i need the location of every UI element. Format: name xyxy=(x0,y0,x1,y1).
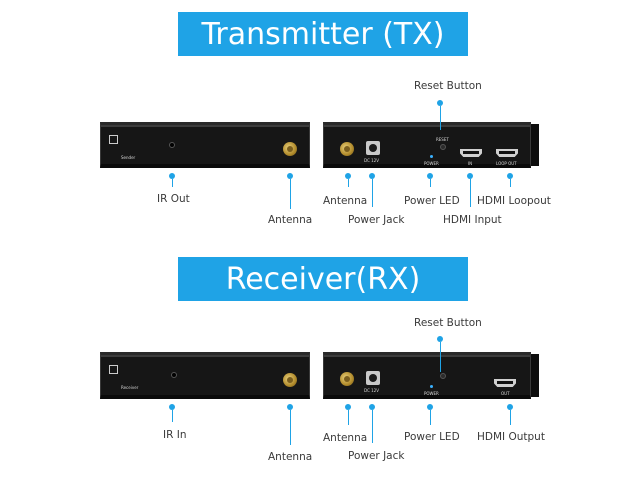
rx-label-power-led: Power LED xyxy=(404,431,460,443)
receiver-title-banner: Receiver(RX) xyxy=(178,257,468,301)
tx-ir-out-line xyxy=(172,179,173,187)
rx-hdmi-out-port-icon xyxy=(494,379,516,387)
rx-power-led-dot xyxy=(427,404,433,410)
tx-label-antenna-rear: Antenna xyxy=(323,195,368,207)
rx-power-text: POWER xyxy=(424,391,439,396)
tx-label-reset-button: Reset Button xyxy=(414,80,482,92)
rx-ir-in-dot xyxy=(169,404,175,410)
rx-rear-antenna-icon xyxy=(340,372,354,386)
rx-antenna-front-line xyxy=(290,410,291,445)
tx-label-antenna-front: Antenna xyxy=(268,214,313,226)
tx-power-jack-dot xyxy=(369,173,375,179)
rx-label-antenna-rear: Antenna xyxy=(323,432,368,444)
tx-antenna-front-dot xyxy=(287,173,293,179)
tx-reset-line xyxy=(440,106,441,130)
tx-antenna-rear-line xyxy=(348,179,349,187)
rx-label-reset-button: Reset Button xyxy=(414,317,482,329)
tx-in-text: IN xyxy=(468,161,473,166)
tx-reset-dot xyxy=(437,100,443,106)
receiver-title: Receiver(RX) xyxy=(225,261,421,297)
transmitter-title: Transmitter (TX) xyxy=(201,16,445,52)
tx-rear-antenna-icon xyxy=(340,142,354,156)
tx-antenna-front-line xyxy=(290,179,291,209)
rx-out-text: OUT xyxy=(501,391,510,396)
tx-rear-panel: DC 12V POWER RESET IN LOOP OUT xyxy=(323,122,531,168)
tx-power-led-icon xyxy=(430,155,433,158)
tx-power-jack-icon xyxy=(366,141,380,155)
tx-reset-button-icon xyxy=(440,144,446,150)
tx-hdmi-in-port-icon xyxy=(460,149,482,157)
tx-label-ir-out: IR Out xyxy=(157,193,190,205)
tx-power-led-line xyxy=(430,179,431,187)
rx-rear-right-cap xyxy=(531,354,539,397)
rx-front-antenna-icon xyxy=(283,373,297,387)
rx-hdmi-output-line xyxy=(510,410,511,425)
rx-label-antenna-front: Antenna xyxy=(268,451,313,463)
rx-power-led-icon xyxy=(430,385,433,388)
rx-label-hdmi-output: HDMI Output xyxy=(477,431,545,443)
transmitter-title-banner: Transmitter (TX) xyxy=(178,12,468,56)
rx-dc-text: DC 12V xyxy=(364,388,379,393)
tx-rear-right-cap xyxy=(531,124,539,166)
rx-antenna-rear-dot xyxy=(345,404,351,410)
tx-label-power-led: Power LED xyxy=(404,195,460,207)
tx-ir-out-dot xyxy=(169,173,175,179)
tx-sender-text: Sender xyxy=(121,155,136,160)
ir-out-port-icon xyxy=(169,142,175,148)
rx-antenna-front-dot xyxy=(287,404,293,410)
tx-label-hdmi-input: HDMI Input xyxy=(443,214,502,226)
rx-power-jack-dot xyxy=(369,404,375,410)
tx-front-panel: Sender xyxy=(100,122,310,168)
tx-hdmi-loopout-dot xyxy=(507,173,513,179)
tx-loopout-text: LOOP OUT xyxy=(496,161,517,166)
rx-reset-button-icon xyxy=(440,373,446,379)
sender-logo-icon xyxy=(109,135,118,144)
tx-antenna-rear-dot xyxy=(345,173,351,179)
tx-hdmi-input-dot xyxy=(467,173,473,179)
tx-hdmi-loop-port-icon xyxy=(496,149,518,157)
rx-power-jack-icon xyxy=(366,371,380,385)
tx-label-power-jack: Power Jack xyxy=(348,214,405,226)
tx-reset-text: RESET xyxy=(436,137,449,142)
rx-label-ir-in: IR In xyxy=(163,429,187,441)
tx-power-text: POWER xyxy=(424,161,439,166)
rx-reset-dot xyxy=(437,336,443,342)
rx-label-power-jack: Power Jack xyxy=(348,450,405,462)
rx-power-led-line xyxy=(430,410,431,425)
tx-dc-text: DC 12V xyxy=(364,158,379,163)
rx-receiver-text: Receiver xyxy=(121,385,139,390)
receiver-logo-icon xyxy=(109,365,118,374)
rx-power-jack-line xyxy=(372,410,373,443)
tx-power-led-dot xyxy=(427,173,433,179)
tx-hdmi-input-line xyxy=(470,179,471,207)
ir-in-port-icon xyxy=(171,372,177,378)
rx-ir-in-line xyxy=(172,410,173,422)
rx-reset-line xyxy=(440,342,441,372)
tx-power-jack-line xyxy=(372,179,373,207)
rx-hdmi-output-dot xyxy=(507,404,513,410)
tx-label-hdmi-loopout: HDMI Loopout xyxy=(477,195,551,207)
rx-rear-panel: DC 12V POWER OUT xyxy=(323,352,531,399)
tx-front-antenna-icon xyxy=(283,142,297,156)
rx-antenna-rear-line xyxy=(348,410,349,425)
rx-front-panel: Receiver xyxy=(100,352,310,399)
tx-hdmi-loopout-line xyxy=(510,179,511,187)
